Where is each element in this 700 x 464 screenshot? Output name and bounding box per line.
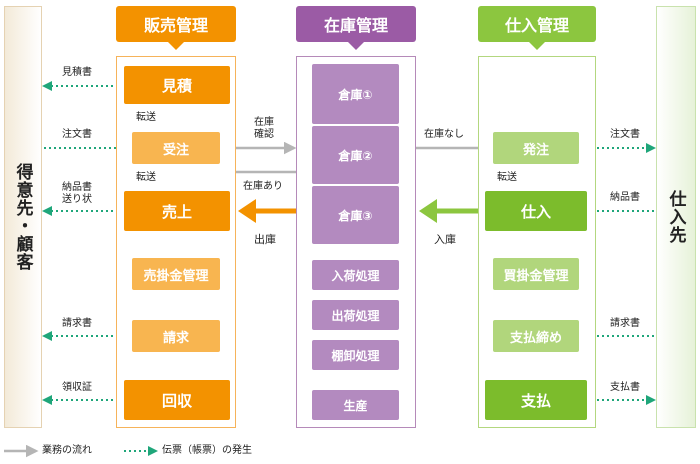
supplier-label: 仕入先 <box>665 190 686 244</box>
stocktake-box: 棚卸処理 <box>312 340 399 370</box>
billing-box: 請求 <box>132 320 220 352</box>
transfer-label-2: 転送 <box>136 172 156 183</box>
purchase-order-box: 発注 <box>493 132 579 164</box>
shipment-arrow <box>238 199 296 223</box>
delivery-doc-label-1: 納品書 <box>62 182 92 193</box>
stock-check-label-2: 確認 <box>254 129 274 140</box>
payment-close-box: 支払締め <box>493 320 579 352</box>
customer-label: 得意先・顧客 <box>12 163 33 271</box>
supplier-bar: 仕入先 <box>656 6 696 428</box>
shipping-box: 出荷処理 <box>312 300 399 330</box>
collection-box: 回収 <box>124 380 230 420</box>
receiving-box: 入荷処理 <box>312 260 399 290</box>
transfer-label-3: 転送 <box>497 172 517 183</box>
legend-flow-label: 業務の流れ <box>42 445 92 456</box>
receivables-box: 売掛金管理 <box>132 258 220 290</box>
purchase-box: 仕入 <box>485 191 587 231</box>
receipt-doc-label: 領収証 <box>62 382 92 393</box>
sales-header-pointer <box>168 42 184 50</box>
sales-header: 販売管理 <box>116 6 236 42</box>
purchase-header-pointer <box>529 42 545 50</box>
order-doc-in-label: 注文書 <box>62 129 92 140</box>
delivery-doc-label-2: 送り状 <box>62 194 92 205</box>
invoice-doc-out-label: 請求書 <box>62 318 92 329</box>
estimate-box: 見積 <box>124 66 230 104</box>
out-of-stock-label: 在庫なし <box>424 129 464 140</box>
payables-box: 買掛金管理 <box>493 258 579 290</box>
inventory-header-pointer <box>348 42 364 50</box>
warehouse-3-box: 倉庫③ <box>312 186 399 244</box>
inventory-header: 在庫管理 <box>296 6 416 42</box>
order-received-box: 受注 <box>132 132 220 164</box>
purchase-header: 仕入管理 <box>478 6 596 42</box>
production-box: 生産 <box>312 390 399 420</box>
sale-box: 売上 <box>124 191 230 231</box>
sales-panel <box>116 56 236 428</box>
customer-document-lines <box>42 81 132 405</box>
receipt-label: 入庫 <box>434 233 456 246</box>
purchase-panel <box>478 56 596 428</box>
order-doc-out-label: 注文書 <box>610 129 640 140</box>
in-stock-label: 在庫あり <box>243 181 283 192</box>
delivery-doc-in-label: 納品書 <box>610 192 640 203</box>
shipment-label: 出庫 <box>254 233 276 246</box>
receipt-arrow <box>419 199 478 223</box>
transfer-label-1: 転送 <box>136 112 156 123</box>
payment-box: 支払 <box>485 380 587 420</box>
estimate-doc-label: 見積書 <box>62 67 92 78</box>
legend-document-label: 伝票（帳票）の発生 <box>162 445 252 456</box>
payment-doc-label: 支払書 <box>610 382 640 393</box>
invoice-doc-in-label: 請求書 <box>610 318 640 329</box>
warehouse-1-box: 倉庫① <box>312 64 399 124</box>
stock-check-label-1: 在庫 <box>254 117 274 128</box>
customer-bar: 得意先・顧客 <box>4 6 42 428</box>
warehouse-2-box: 倉庫② <box>312 126 399 184</box>
